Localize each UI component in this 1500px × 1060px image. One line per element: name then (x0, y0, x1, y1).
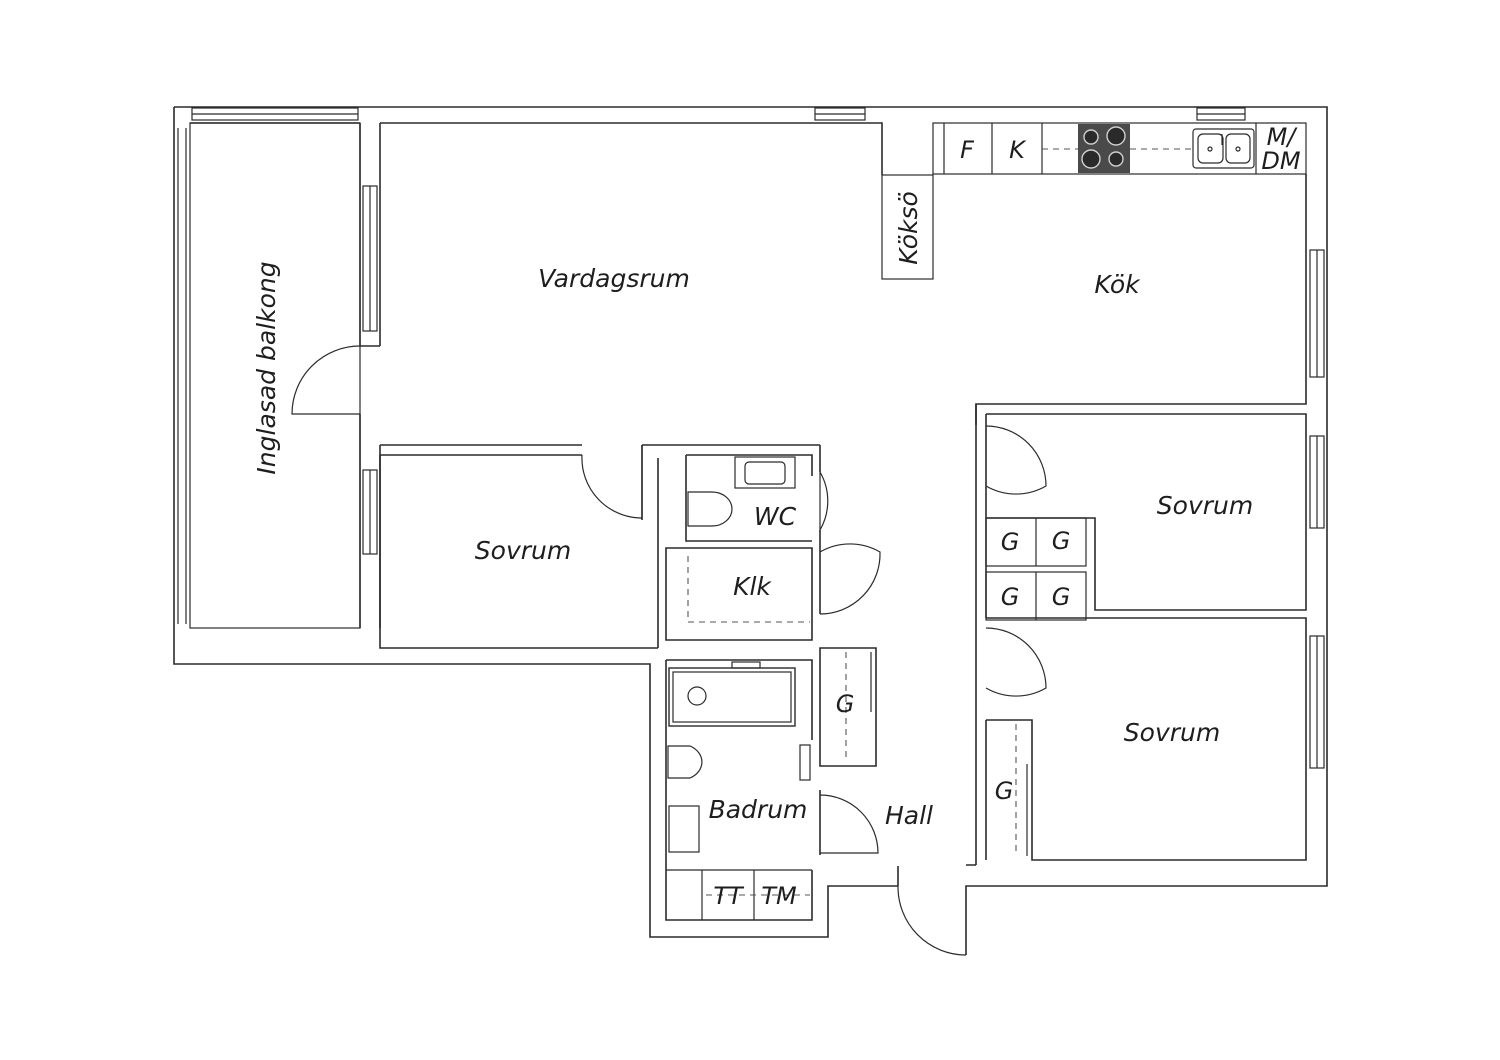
wc-label: WC (754, 502, 797, 531)
balcony-label: Inglasad balkong (252, 261, 281, 474)
bathroom (665, 659, 879, 921)
washer-label: TM (761, 882, 797, 910)
dryer-label: TT (713, 882, 745, 910)
kitchen-label: Kök (1094, 270, 1141, 299)
stove-icon (1078, 124, 1130, 173)
dishwasher-label-line1: M/ (1267, 123, 1299, 151)
closet-label: Klk (733, 572, 772, 601)
kitchen-sink-icon (1192, 128, 1255, 169)
kitchen-island-label: Köksö (894, 191, 923, 265)
bedroom-2-label: Sovrum (1157, 491, 1253, 520)
bedroom-3 (975, 617, 1325, 865)
outer-walls (173, 106, 1328, 955)
freezer-label: K (1009, 136, 1027, 164)
wardrobe-label: G (1052, 583, 1071, 611)
living-room-label: Vardagsrum (538, 264, 690, 293)
dishwasher-label-line2: DM (1261, 147, 1300, 175)
wardrobe-label: G (1052, 527, 1071, 555)
kitchen-east-wall (975, 174, 1325, 425)
wardrobe-label: G (836, 690, 855, 718)
hall-label: Hall (885, 801, 933, 830)
balcony-wall (291, 123, 381, 628)
bathroom-label: Badrum (709, 795, 808, 824)
bedroom-2 (975, 404, 1325, 625)
bedroom-1 (379, 445, 658, 649)
wardrobe-label: G (995, 777, 1014, 805)
klk-closet (665, 543, 881, 641)
hall (897, 864, 976, 956)
fridge-label: F (960, 136, 975, 164)
kitchen-island (881, 174, 934, 280)
wc-room (641, 445, 829, 648)
glazed-balcony (177, 107, 361, 629)
bedroom-3-label: Sovrum (1124, 718, 1220, 747)
wardrobe-label: G (1001, 528, 1020, 556)
wardrobe-label: G (1001, 583, 1020, 611)
bedroom-1-label: Sovrum (475, 536, 571, 565)
living-room (380, 107, 883, 446)
hall-wardrobe-left (819, 647, 877, 767)
wardrobes-between-bedrooms (985, 517, 1087, 621)
kitchen-counter (932, 107, 1307, 175)
